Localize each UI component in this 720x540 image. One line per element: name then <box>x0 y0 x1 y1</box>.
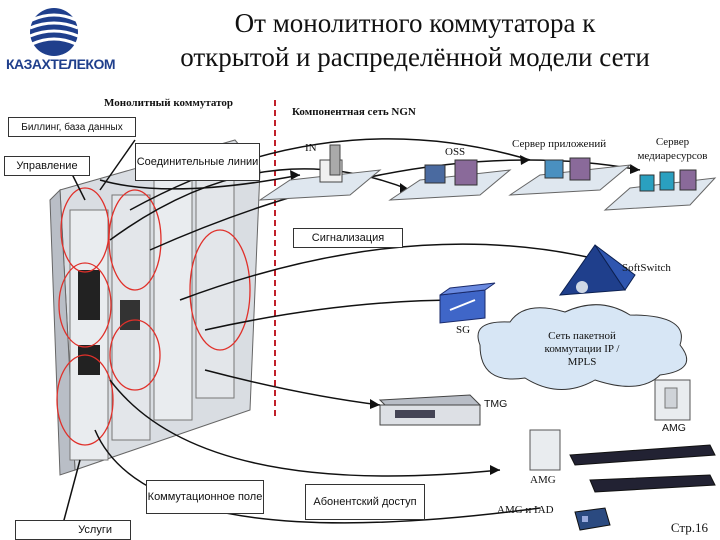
app-server-icon <box>508 157 632 196</box>
label-amg-2: AMG <box>530 474 556 486</box>
label-softswitch: SoftSwitch <box>622 262 671 274</box>
title-line-2: открытой и распределённой модели сети <box>180 42 650 72</box>
amg-cabinet-icon <box>654 379 691 421</box>
title-line-1: От монолитного коммутатора к <box>234 8 596 38</box>
label-billing: Биллинг, база данных <box>8 117 136 137</box>
highlight-circles <box>56 187 251 446</box>
cloud-icon <box>477 304 688 390</box>
softswitch-pyramid-icon <box>558 244 636 296</box>
label-oss: OSS <box>445 146 466 158</box>
label-monolithic-switch: Монолитный коммутатор <box>104 97 233 109</box>
label-in: IN <box>305 142 317 154</box>
label-services: Услуги <box>15 520 131 540</box>
amg-row-icon <box>529 429 716 493</box>
page-number: Стр.16 <box>670 520 708 535</box>
label-management: Управление <box>4 156 90 176</box>
tmg-gateway-icon <box>378 394 482 426</box>
label-subscriber-access: Абонентский доступ <box>305 484 425 520</box>
label-component-network: Компонентная сеть NGN <box>292 106 416 118</box>
globe-logo-icon <box>29 8 79 56</box>
page-title: От монолитного коммутатора к открытой и … <box>135 6 695 74</box>
label-packet-network: Сеть пакетной коммутации IP / MPLS <box>544 330 620 368</box>
label-connecting-lines: Соединительные линии <box>135 143 260 181</box>
label-amg-1: AMG <box>662 422 686 434</box>
label-media-server: Сервер медиаресурсов <box>637 136 708 162</box>
label-app-server: Сервер приложений <box>512 138 607 150</box>
in-platform-icon <box>258 144 382 201</box>
media-server-icon <box>603 169 717 211</box>
signaling-gateway-icon <box>439 282 496 324</box>
label-sg: SG <box>456 324 471 336</box>
label-amg-iad: AMG и IAD <box>497 504 554 516</box>
oss-platform-icon <box>388 159 512 201</box>
label-switching-field: Коммутационное поле <box>146 480 264 514</box>
logo-text: КАЗАХТЕЛЕКОМ <box>6 56 116 72</box>
iad-device-icon <box>574 507 611 531</box>
label-signaling: Сигнализация <box>293 228 403 248</box>
label-tmg: TMG <box>484 398 508 410</box>
switch-cabinet-icon <box>49 139 261 476</box>
